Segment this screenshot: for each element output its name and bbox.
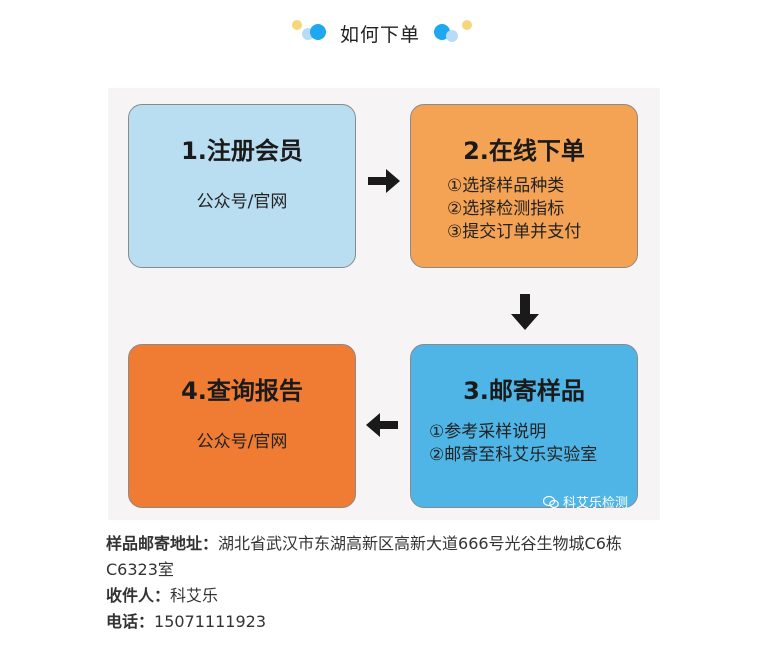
address-value: 湖北省武汉市东湖高新区高新大道666号光谷生物城C6栋 [218, 534, 622, 553]
step-title: 1.注册会员 [181, 137, 303, 165]
step-title: 2.在线下单 [463, 137, 585, 165]
address-line-2: C6323室 [106, 557, 726, 583]
phone-line: 电话：15071111923 [106, 609, 726, 635]
recipient-label: 收件人： [106, 586, 171, 605]
watermark: 科艾乐检测 [543, 492, 628, 511]
step-subtitle: 公众号/官网 [196, 192, 288, 212]
step-title: 4.查询报告 [181, 377, 303, 405]
section-title: 如何下单 [340, 24, 421, 46]
order-flow-diagram: 1.注册会员 公众号/官网 2.在线下单 ①选择样品种类 ②选择检测指标 ③提交… [108, 88, 660, 520]
step-mail-sample: 3.邮寄样品 ①参考采样说明 ②邮寄至科艾乐实验室 [410, 344, 638, 508]
recipient-line: 收件人：科艾乐 [106, 583, 726, 609]
shipping-info: 样品邮寄地址：湖北省武汉市东湖高新区高新大道666号光谷生物城C6栋 C6323… [106, 531, 726, 635]
step-register: 1.注册会员 公众号/官网 [128, 104, 356, 268]
phone-label: 电话： [106, 612, 155, 631]
step-order-online: 2.在线下单 ①选择样品种类 ②选择检测指标 ③提交订单并支付 [410, 104, 638, 268]
step-item: ①选择样品种类 [447, 176, 565, 196]
step-title: 3.邮寄样品 [463, 377, 585, 405]
step-item: ②选择检测指标 [447, 199, 565, 219]
recipient-value: 科艾乐 [170, 586, 219, 605]
step-item: ①参考采样说明 [429, 422, 547, 442]
arrow-down-icon [511, 294, 539, 330]
step-items: ①选择样品种类 ②选择检测指标 ③提交订单并支付 [447, 175, 581, 244]
section-header: 如何下单 [0, 16, 768, 52]
arrow-left-icon [366, 413, 398, 437]
address-line: 样品邮寄地址：湖北省武汉市东湖高新区高新大道666号光谷生物城C6栋 [106, 531, 726, 557]
address-value-2: C6323室 [106, 560, 174, 579]
step-item: ②邮寄至科艾乐实验室 [429, 445, 598, 465]
arrow-right-icon [368, 169, 400, 193]
watermark-text: 科艾乐检测 [563, 496, 629, 511]
phone-value: 15071111923 [154, 612, 266, 631]
step-item: ③提交订单并支付 [447, 222, 582, 242]
address-label: 样品邮寄地址： [106, 534, 219, 553]
decorative-dots-icon [288, 16, 328, 52]
step-items: ①参考采样说明 ②邮寄至科艾乐实验室 [429, 421, 597, 467]
wechat-icon [543, 495, 559, 508]
step-check-report: 4.查询报告 公众号/官网 [128, 344, 356, 508]
step-subtitle: 公众号/官网 [196, 432, 288, 452]
decorative-dots-icon [434, 16, 474, 52]
